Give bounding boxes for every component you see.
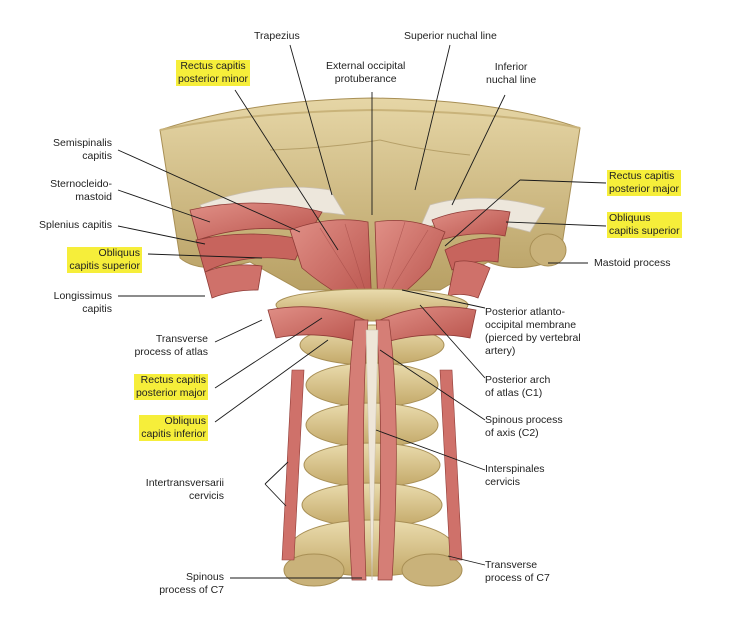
- label-rectus-capitis-posterior-major-right: Rectus capitis posterior major: [607, 170, 682, 196]
- label-intertransversarii-cervicis: Intertransversarii cervicis: [145, 477, 224, 502]
- label-semispinalis-capitis: Semispinalis capitis: [53, 137, 112, 162]
- label-obliquus-capitis-superior-left: Obliquus capitis superior: [67, 247, 142, 273]
- label-posterior-arch-of-atlas: Posterior arch of atlas (C1): [485, 374, 551, 399]
- label-obliquus-capitis-inferior: Obliquus capitis inferior: [139, 415, 208, 441]
- label-inferior-nuchal-line: Inferior nuchal line: [486, 61, 537, 86]
- label-rectus-capitis-posterior-minor: Rectus capitis posterior minor: [176, 60, 251, 86]
- label-splenius-capitis: Splenius capitis: [39, 219, 112, 231]
- label-spinous-process-of-axis: Spinous process of axis (C2): [485, 414, 563, 439]
- label-longissimus-capitis: Longissimus capitis: [53, 290, 112, 315]
- label-spinous-process-of-c7: Spinous process of C7: [159, 571, 224, 596]
- label-obliquus-capitis-superior-right: Obliquus capitis superior: [607, 212, 682, 238]
- label-rectus-capitis-posterior-major-left: Rectus capitis posterior major: [133, 374, 208, 400]
- label-external-occipital-protuberance: External occipital protuberance: [326, 60, 406, 85]
- label-superior-nuchal-line: Superior nuchal line: [404, 30, 497, 42]
- label-mastoid-process: Mastoid process: [594, 257, 671, 269]
- label-sternocleidomastoid: Sternocleido- mastoid: [50, 178, 112, 203]
- mastoid-process: [529, 233, 567, 267]
- label-transverse-process-of-c7: Transverse process of C7: [485, 559, 550, 584]
- intertransversarii: [281, 369, 463, 561]
- label-posterior-atlanto-occipital-membrane: Posterior atlanto- occipital membrane (p…: [485, 306, 581, 357]
- leader-lines: [117, 44, 607, 579]
- label-transverse-process-of-atlas: Transverse process of atlas: [134, 333, 208, 358]
- interspinales-cervicis: [347, 319, 397, 581]
- label-interspinales-cervicis: Interspinales cervicis: [485, 463, 545, 488]
- label-trapezius: Trapezius: [254, 30, 300, 42]
